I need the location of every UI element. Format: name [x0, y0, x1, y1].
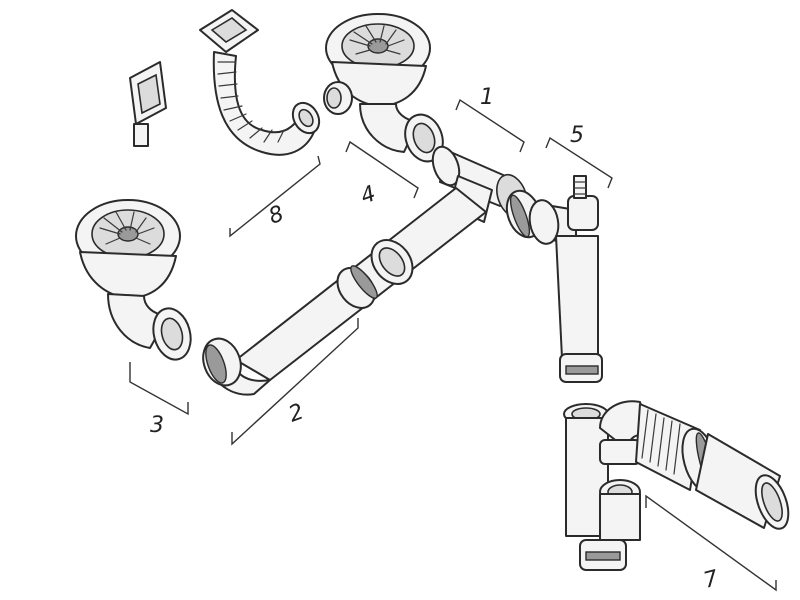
callout-4: 4	[358, 181, 380, 209]
connecting-pipe-part-2	[202, 187, 487, 396]
bracket-part-3	[129, 362, 189, 416]
overflow-outlet-small	[129, 61, 167, 147]
bracket-part-2	[231, 318, 359, 446]
bracket-part-7	[645, 494, 777, 592]
bracket-part-5	[545, 136, 613, 189]
strainer-basket-lower-part-3	[75, 199, 192, 361]
callout-5: 5	[570, 123, 584, 148]
strainer-basket-upper-part-4	[323, 13, 444, 163]
callout-1: 1	[480, 85, 494, 110]
bracket-part-1	[455, 98, 525, 153]
callout-2: 2	[286, 399, 308, 427]
callout-8: 8	[266, 201, 288, 229]
bracket-part-4	[345, 140, 419, 199]
callout-7: 7	[701, 566, 721, 594]
siphon-trap-part-7	[563, 400, 790, 571]
bracket-part-8	[229, 155, 321, 238]
overflow-hose-part-8	[199, 9, 321, 156]
callout-3: 3	[150, 413, 164, 438]
vertical-pipe-with-barb-part-5	[505, 175, 603, 383]
